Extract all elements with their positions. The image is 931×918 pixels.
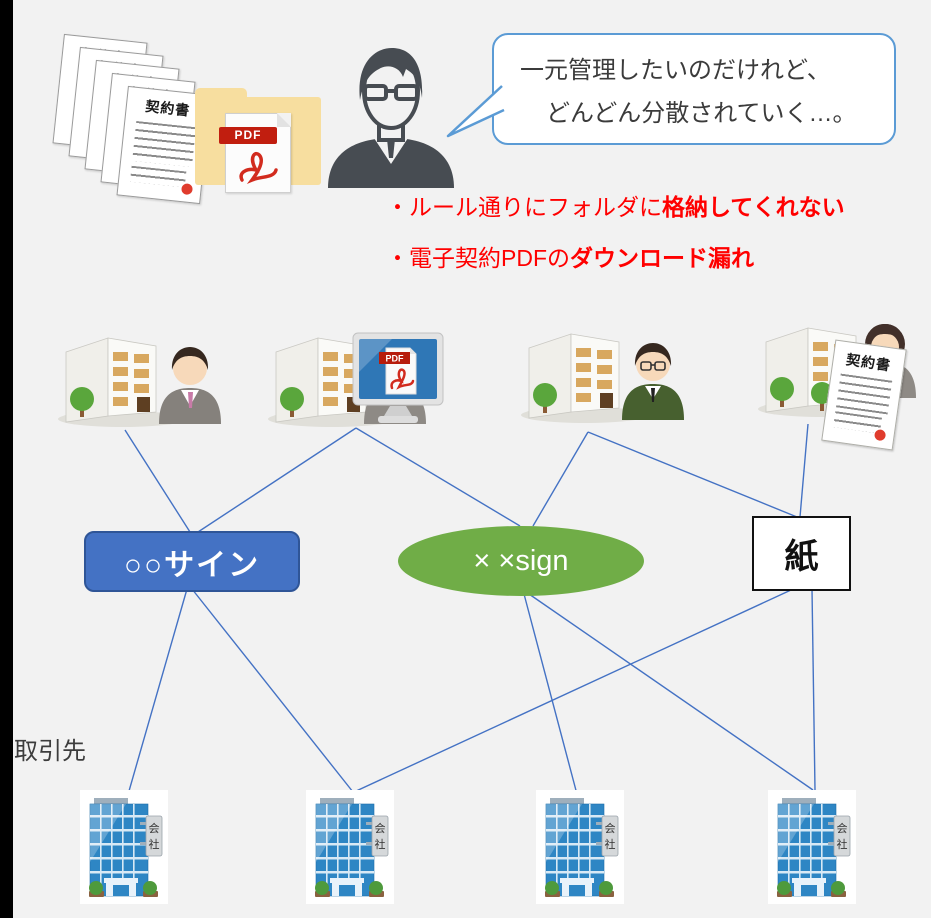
issue-2-emphasis: ダウンロード漏れ [570, 245, 754, 271]
partners-label: 取引先 [14, 738, 86, 765]
building-sign-char-2: 社 [375, 837, 386, 851]
businessman-icon [328, 48, 454, 188]
office-building [528, 333, 620, 419]
issue-1-emphasis: 格納してくれない [662, 194, 845, 220]
speech-line-2: どんどん分散されていく…。 [546, 100, 857, 127]
contract-text-lines [132, 120, 197, 168]
edge-maru-partner2 [191, 588, 354, 793]
red-seal-icon [180, 183, 194, 196]
edge-company2-batsu [355, 427, 521, 527]
service-maru-sign: ○○サイン [84, 531, 300, 592]
building-sign-char-1: 会 [149, 822, 160, 835]
company-1-icon [58, 337, 221, 427]
monitor-pdf-label: PDF [386, 354, 405, 364]
service-paper: 紙 [752, 516, 851, 591]
monitor-pdf-icon: PDF [352, 332, 444, 423]
speech-bubble-tail [446, 85, 505, 138]
issue-1-lead: ・ルール通りにフォルダに [386, 194, 662, 220]
issue-item-1: ・ルール通りにフォルダに格納してくれない [386, 188, 931, 222]
pdf-folder-icon: PDF [195, 88, 321, 193]
edge-paper-partner4 [811, 588, 816, 791]
issue-item-2: ・電子契約PDFのダウンロード漏れ [386, 239, 931, 273]
partner-building-4: 会 社 [768, 790, 856, 904]
speech-bubble: 一元管理したいのだけれど、 どんどん分散されていく…。 [492, 33, 896, 145]
partner-building-2: 会 社 [306, 790, 394, 904]
person-man-gray [159, 347, 221, 424]
acrobat-swoosh-icon [239, 151, 278, 184]
edge-paper-partner2 [353, 589, 792, 793]
contract-text-lines [129, 165, 187, 188]
service-paper-label: 紙 [784, 538, 819, 576]
pdf-label: PDF [219, 127, 277, 144]
edge-batsu-partner4 [528, 593, 814, 791]
left-black-bar [0, 0, 13, 918]
contract-text-lines [836, 373, 893, 415]
contract-text-lines [833, 411, 883, 434]
person-man-green-glasses [622, 343, 684, 420]
building-sign-char-1: 会 [375, 822, 386, 835]
pdf-file-icon: PDF [219, 113, 291, 193]
building-sign-char-1: 会 [837, 822, 848, 835]
building-sign-char-1: 会 [605, 822, 616, 835]
speech-line-1: 一元管理したいのだけれど、 [520, 57, 831, 84]
building-sign-char-2: 社 [837, 837, 848, 851]
partner-building-1: 会 社 [80, 790, 168, 904]
service-batsu-sign: × ×sign [398, 526, 644, 596]
issue-2-lead: ・電子契約PDFの [386, 245, 570, 271]
edge-company1-maru [124, 429, 191, 533]
page-fold [277, 113, 291, 127]
contract-paper-icon: 契約書 [821, 339, 907, 451]
edge-company2-maru [197, 427, 357, 533]
building-sign-char-2: 社 [149, 837, 160, 851]
edge-company4-paper [799, 423, 809, 518]
service-maru-label: ○○サイン [123, 548, 261, 582]
edge-maru-partner1 [126, 588, 188, 799]
edge-company3-paper [587, 431, 798, 518]
partner-building-3: 会 社 [536, 790, 624, 904]
office-building [65, 337, 157, 423]
edge-company3-batsu [532, 431, 589, 527]
edge-batsu-partner3 [523, 593, 579, 799]
company-3-icon [521, 333, 684, 423]
issue-list: ・ルール通りにフォルダに格納してくれない ・電子契約PDFのダウンロード漏れ [386, 188, 931, 290]
service-batsu-label: × ×sign [473, 544, 569, 577]
contract-title: 契約書 [845, 351, 892, 374]
building-sign-char-2: 社 [605, 837, 616, 851]
red-seal-icon [873, 428, 887, 442]
